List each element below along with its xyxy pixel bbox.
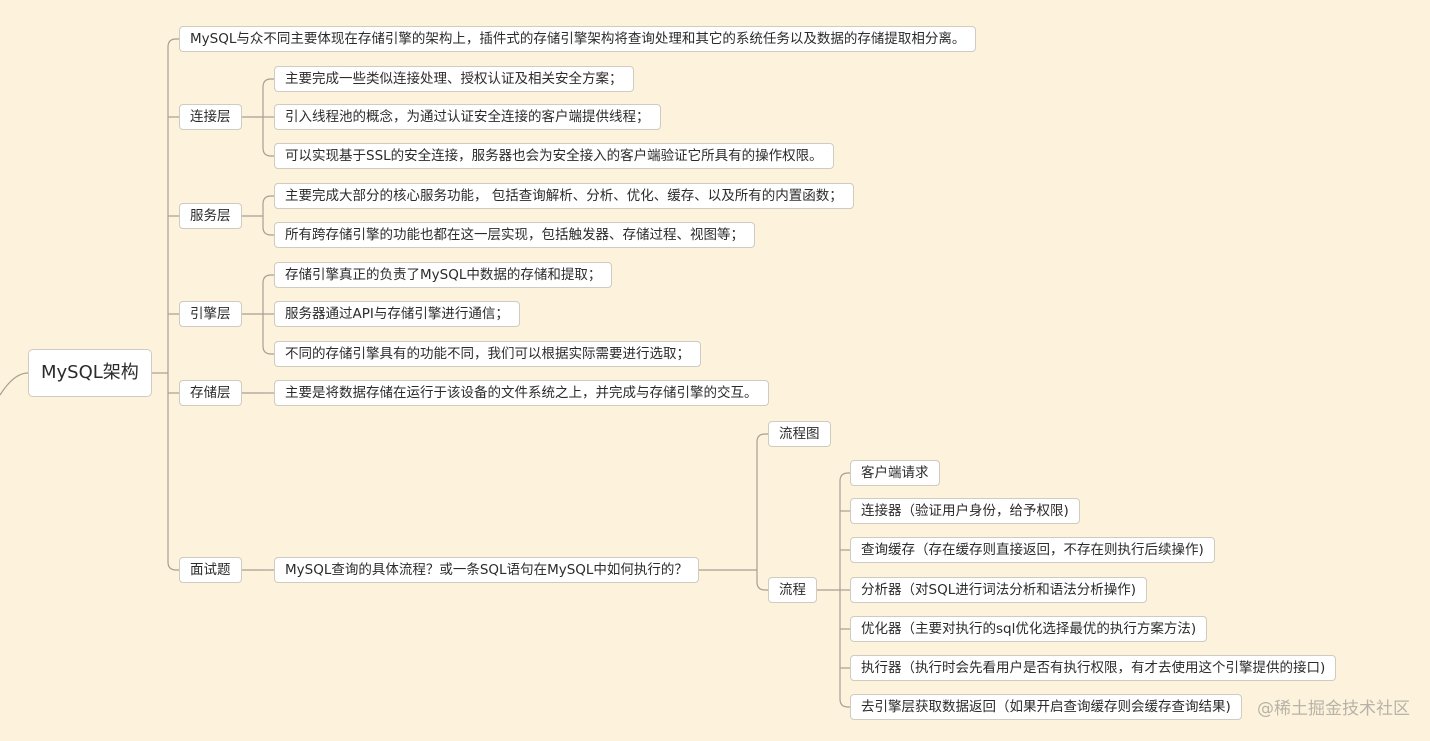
- connection-layer-item[interactable]: 可以实现基于SSL的安全连接，服务器也会为安全接入的客户端验证它所具有的操作权限…: [274, 143, 834, 169]
- connector-line: [262, 147, 274, 157]
- connector-line: [262, 78, 274, 88]
- connector-line: [167, 561, 179, 571]
- connector-line: [839, 472, 850, 482]
- process-step[interactable]: 客户端请求: [850, 460, 940, 486]
- process-step[interactable]: 优化器（主要对执行的sql优化选择最优的执行方案方法): [850, 616, 1208, 642]
- flowchart-node[interactable]: 流程图: [768, 421, 831, 447]
- engine-layer-node[interactable]: 引擎层: [179, 301, 242, 327]
- service-layer-item[interactable]: 所有跨存储引擎的功能也都在这一层实现，包括触发器、存储过程、视图等；: [274, 222, 755, 248]
- connector-line: [262, 345, 274, 355]
- service-layer-node[interactable]: 服务层: [179, 203, 242, 229]
- connection-layer-node[interactable]: 连接层: [179, 104, 242, 130]
- engine-layer-item[interactable]: 服务器通过API与存储引擎进行通信；: [274, 301, 520, 327]
- storage-layer-node[interactable]: 存储层: [179, 380, 242, 406]
- process-step[interactable]: 连接器（验证用户身份，给予权限): [850, 498, 1080, 524]
- service-layer-item[interactable]: 主要完成大部分的核心服务功能， 包括查询解析、分析、优化、缓存、以及所有的内置函…: [274, 183, 854, 209]
- process-node[interactable]: 流程: [768, 577, 817, 603]
- storage-layer-item[interactable]: 主要是将数据存储在运行于该设备的文件系统之上，并完成与存储引擎的交互。: [274, 380, 769, 406]
- connection-layer-item[interactable]: 主要完成一些类似连接处理、授权认证及相关安全方案；: [274, 66, 634, 92]
- connector-line: [262, 195, 274, 205]
- connection-layer-item[interactable]: 引入线程池的概念，为通过认证安全连接的客户端提供线程；: [274, 104, 661, 130]
- connector-line: [262, 226, 274, 236]
- connector-line: [756, 433, 768, 443]
- connector-line: [0, 372, 29, 396]
- connector-line: [839, 698, 850, 708]
- process-step[interactable]: 查询缓存（存在缓存则直接返回，不存在则执行后续操作): [850, 537, 1215, 563]
- watermark: @稀土掘金技术社区: [1257, 699, 1410, 719]
- process-step[interactable]: 去引擎层获取数据返回（如果开启查询缓存则会缓存查询结果): [850, 694, 1242, 720]
- intro-node[interactable]: MySQL与众不同主要体现在存储引擎的架构上，插件式的存储引擎架构将查询处理和其…: [179, 26, 977, 52]
- connector-line: [262, 274, 274, 284]
- engine-layer-item[interactable]: 存储引擎真正的负责了MySQL中数据的存储和提取；: [274, 262, 613, 288]
- interview-node[interactable]: 面试题: [179, 557, 242, 583]
- process-step[interactable]: 执行器（执行时会先看用户是否有执行权限，有才去使用这个引擎提供的接口): [850, 655, 1337, 681]
- connector-line: [167, 38, 179, 48]
- root-node[interactable]: MySQL架构: [28, 349, 152, 397]
- connector-line: [756, 581, 768, 591]
- process-step[interactable]: 分析器（对SQL进行词法分析和语法分析操作): [850, 577, 1147, 603]
- interview-question-node[interactable]: MySQL查询的具体流程？或一条SQL语句在MySQL中如何执行的？: [274, 557, 699, 583]
- engine-layer-item[interactable]: 不同的存储引擎具有的功能不同，我们可以根据实际需要进行选取；: [274, 341, 701, 367]
